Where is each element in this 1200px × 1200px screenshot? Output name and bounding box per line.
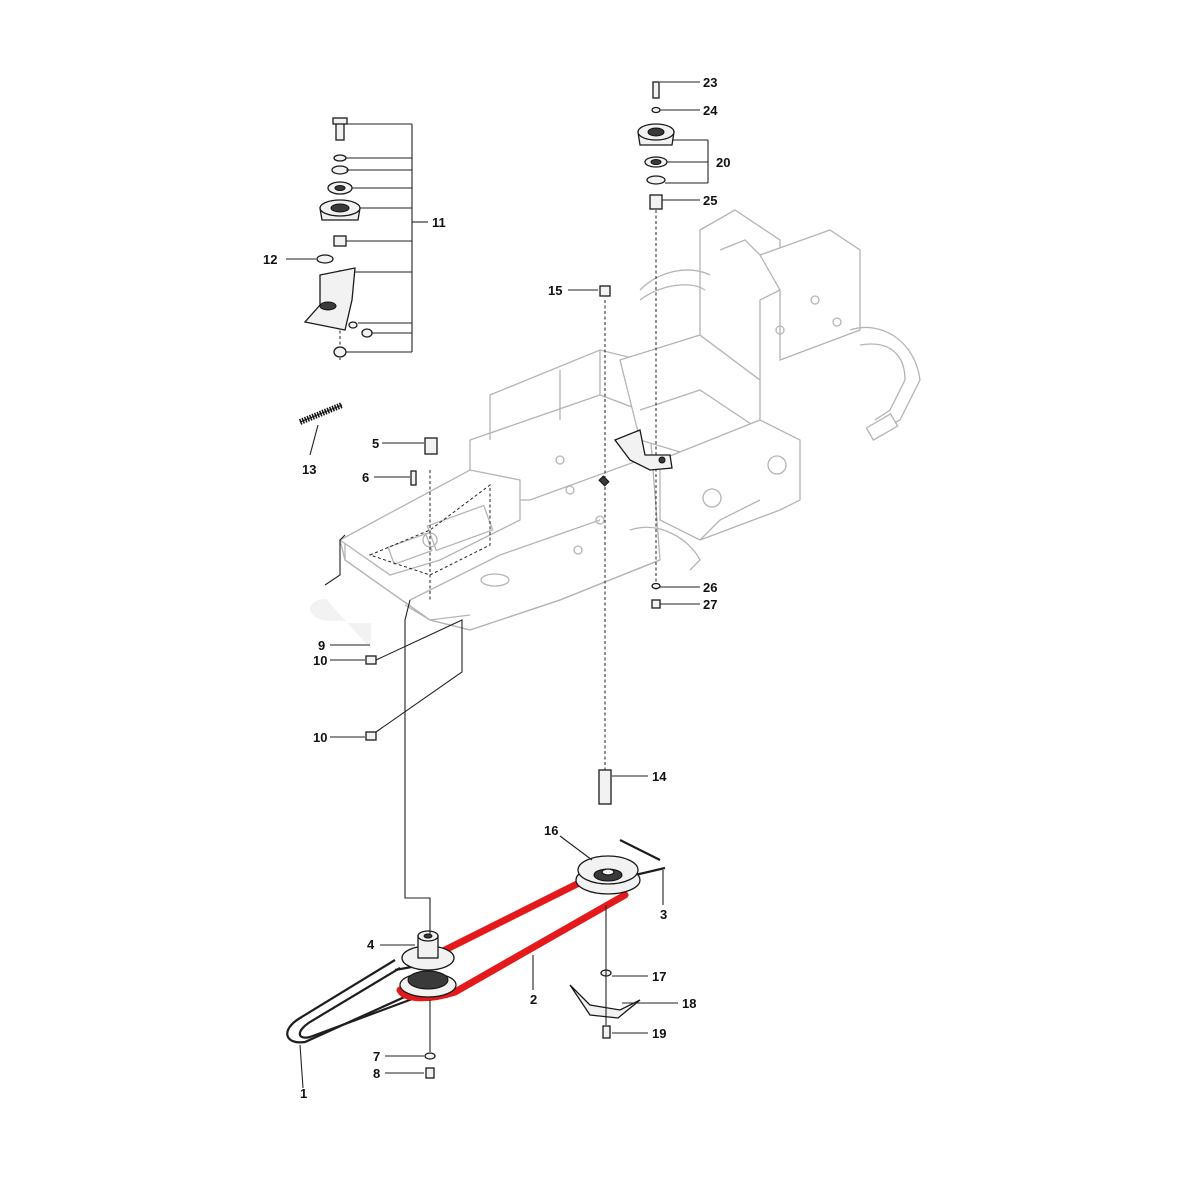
callout-13: 13	[302, 462, 316, 477]
pin	[410, 470, 417, 486]
leader-lines	[286, 81, 709, 1089]
key-square	[598, 475, 610, 487]
belt-guide	[569, 984, 641, 1019]
callout-16: 16	[544, 823, 558, 838]
callout-19: 19	[652, 1026, 666, 1041]
spacer-bushing	[424, 437, 438, 455]
callout-5: 5	[372, 436, 379, 451]
bolt-right	[602, 1025, 611, 1039]
callout-20: 20	[716, 155, 730, 170]
callout-26: 26	[703, 580, 717, 595]
sleeve-bushing	[598, 769, 612, 805]
callout-10-lower: 10	[313, 730, 327, 745]
callout-17: 17	[652, 969, 666, 984]
bolt-head	[599, 285, 611, 297]
callout-8: 8	[373, 1066, 380, 1081]
callout-11: 11	[432, 215, 446, 230]
callout-23: 23	[703, 75, 717, 90]
tension-spring	[298, 402, 344, 425]
callout-27: 27	[703, 597, 717, 612]
callout-10-upper: 10	[313, 653, 327, 668]
callout-18: 18	[682, 996, 696, 1011]
callout-2: 2	[530, 992, 537, 1007]
washer	[424, 1052, 436, 1060]
idler-rod	[308, 596, 377, 741]
idler-assembly-right	[637, 81, 675, 609]
callout-1: 1	[300, 1086, 307, 1101]
callout-3: 3	[660, 907, 667, 922]
callout-7: 7	[373, 1049, 380, 1064]
callout-12: 12	[263, 252, 277, 267]
callout-6: 6	[362, 470, 369, 485]
callout-25: 25	[703, 193, 717, 208]
belt-drive	[286, 839, 666, 1044]
callout-9: 9	[318, 638, 325, 653]
callout-24: 24	[703, 103, 718, 118]
callout-4: 4	[367, 937, 375, 952]
linkage-bracket	[613, 429, 673, 471]
bolt	[425, 1067, 435, 1079]
callout-15: 15	[548, 283, 562, 298]
chassis-frame	[338, 209, 921, 631]
idler-assembly-left	[303, 117, 373, 358]
callout-labels: 1 2 3 4 5 6 7 8 9 10 10 11 12 13 14 15 1…	[263, 75, 730, 1101]
callout-14: 14	[652, 769, 667, 784]
